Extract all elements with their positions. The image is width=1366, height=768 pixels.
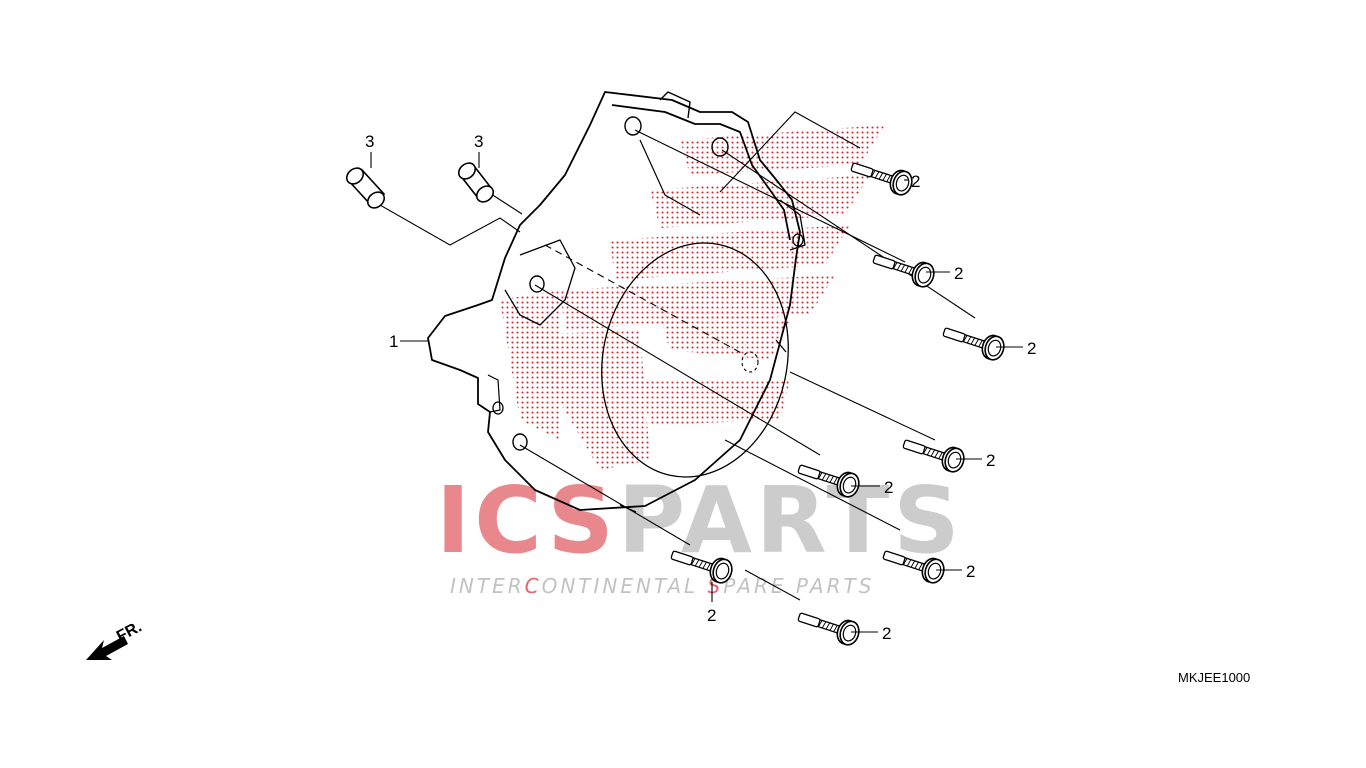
front-arrow-icon: [86, 636, 128, 660]
callout-part-2: 2: [911, 172, 920, 191]
callout-part-2: 2: [884, 478, 893, 497]
watermark: ICSPARTS INTERCONTINENTAL SPARE PARTS: [436, 125, 964, 598]
callout-part-2: 2: [1027, 339, 1036, 358]
callout-stubs: [370, 152, 1023, 633]
leader-lines: [379, 111, 976, 601]
flange-bolt: [869, 246, 938, 291]
callout-part-2: 2: [986, 451, 995, 470]
diagram-code: MKJEE1000: [1178, 670, 1250, 685]
callout-part-3: 3: [365, 132, 374, 151]
callout-part-2: 2: [966, 562, 975, 581]
dowel-pin: [345, 167, 386, 209]
front-direction-indicator: FR.: [86, 618, 145, 660]
callout-part-2: 2: [882, 624, 891, 643]
dowel-pin: [457, 162, 495, 203]
watermark-ics: ICS: [436, 467, 618, 574]
callout-part-2: 2: [707, 606, 716, 625]
watermark-parts: PARTS: [618, 467, 964, 574]
flange-bolt: [939, 319, 1008, 364]
callout-part-1: 1: [389, 332, 398, 351]
wing-logo-watermark: [500, 125, 885, 470]
flange-bolt: [794, 604, 863, 649]
callout-part-2: 2: [954, 264, 963, 283]
callout-part-3: 3: [474, 132, 483, 151]
svg-text:INTERCONTINENTAL SPARE PARTS: INTERCONTINENTAL SPARE PARTS: [450, 574, 874, 598]
left-crankcase-cover: [427, 91, 806, 513]
